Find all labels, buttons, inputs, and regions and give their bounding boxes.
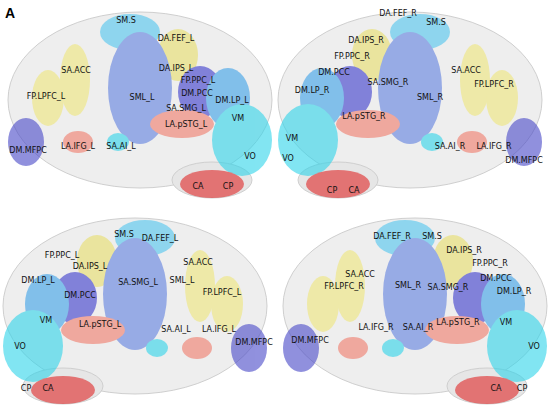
region-label: VO xyxy=(282,154,294,163)
region-label: CA xyxy=(42,384,53,393)
region-label: SA.AI_R xyxy=(403,323,434,332)
region-label: DM.LP_R xyxy=(295,86,329,95)
region-label: VM xyxy=(40,316,52,325)
region-label: SML_L xyxy=(170,276,195,285)
region-label: SA.ACC xyxy=(183,258,213,267)
region-label: CP xyxy=(21,384,31,393)
region-label: FP.LPFC_L xyxy=(27,92,66,101)
region-label: SA.SMG_R xyxy=(368,78,409,87)
region-label: LA.pSTG_L xyxy=(79,320,121,329)
region-label: SM.S xyxy=(422,232,442,241)
region-label: LA.pSTG_R xyxy=(342,112,385,121)
region-label: DA.IPS_L xyxy=(73,262,108,271)
region-label: DA.FEF_L xyxy=(158,34,195,43)
region-label: VO xyxy=(528,342,540,351)
region-label: SA.SMG_R xyxy=(428,283,469,292)
region-label: LA.IFG_R xyxy=(358,323,393,332)
region-label: DM.PCC xyxy=(480,274,512,283)
region-label: DM.PCC xyxy=(64,291,96,300)
region-label: SML_R xyxy=(417,93,443,102)
region-label: VO xyxy=(244,152,256,161)
region-label: DA.IPS_R xyxy=(348,36,384,45)
region-label: CA xyxy=(348,186,359,195)
region-label: SA.SMG_L xyxy=(118,278,158,287)
region-label: DM.PCC xyxy=(181,89,213,98)
region-label: DA.FEF_R xyxy=(379,9,417,18)
region-label: SM.S xyxy=(116,16,136,25)
region-label: CP xyxy=(327,186,337,195)
region-label: CP xyxy=(517,384,527,393)
region-label: CP xyxy=(223,182,233,191)
region-label: DM.MFPC xyxy=(9,146,47,155)
region-label: SML_R xyxy=(395,281,421,290)
region-label: DM.LP_R xyxy=(497,287,531,296)
region-label: SA.ACC xyxy=(451,66,481,75)
panel-letter: A xyxy=(5,6,15,21)
region-label: LA.IFG_L xyxy=(202,325,236,334)
region-label: FP.LPFC_R xyxy=(474,80,514,89)
region-label: VM xyxy=(500,318,512,327)
region-label: LA.IFG_R xyxy=(476,142,511,151)
region-label: SA.AI_R xyxy=(435,142,466,151)
region-label: DA.FEF_R xyxy=(373,232,411,241)
region-label: SM.S xyxy=(114,230,134,239)
region-label: SA.ACC xyxy=(345,270,375,279)
region-label: LA.IFG_L xyxy=(61,142,95,151)
region-label: LA.pSTG_L xyxy=(165,120,207,129)
region-label: CA xyxy=(490,384,501,393)
region-label: DM.PCC xyxy=(318,68,350,77)
region-label: DA.IPS_L xyxy=(159,64,194,73)
region-label: SML_L xyxy=(130,93,155,102)
region-label: CA xyxy=(192,182,203,191)
region-label: DA.IPS_R xyxy=(446,246,482,255)
region-label: DM.LP_L xyxy=(215,96,248,105)
region-label: FP.LPFC_R xyxy=(324,282,364,291)
region-label: DM.MFPC xyxy=(291,336,329,345)
region-label: DM.MFPC xyxy=(505,156,543,165)
region-label: FP.PPC_R xyxy=(334,52,370,61)
region-label: FP.PPC_R xyxy=(472,259,508,268)
region-label: SM.S xyxy=(426,18,446,27)
region-label: DM.LP_L xyxy=(21,276,54,285)
region-label: DM.MFPC xyxy=(235,338,273,347)
region-label: SA.SMG_L xyxy=(166,104,206,113)
region-label: SA.AI_L xyxy=(161,325,190,334)
region-label: VM xyxy=(232,114,244,123)
region-label: FP.LPFC_L xyxy=(203,288,242,297)
region-label: VO xyxy=(14,342,26,351)
region-label: FP.PPC_L xyxy=(181,76,215,85)
region-label: SA.ACC xyxy=(61,66,91,75)
region-label: DA.FEF_L xyxy=(142,234,179,243)
region-label: SA.AI_L xyxy=(106,142,135,151)
region-label: FP.PPC_L xyxy=(45,251,79,260)
region-label: LA.pSTG_R xyxy=(436,318,479,327)
region-label: VM xyxy=(286,134,298,143)
